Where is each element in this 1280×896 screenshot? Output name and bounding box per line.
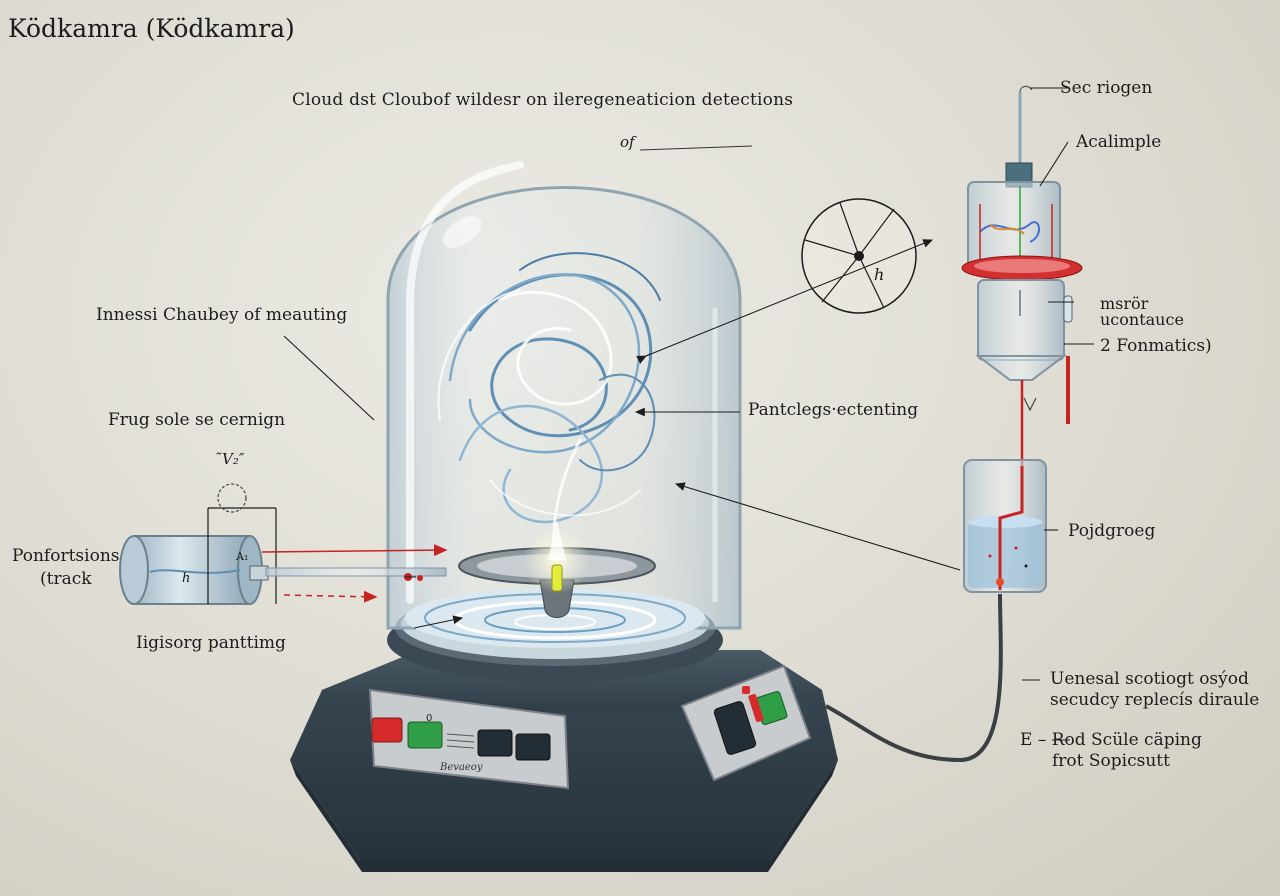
green-button[interactable] bbox=[407, 721, 443, 749]
source-funnel bbox=[458, 520, 656, 618]
beaker bbox=[963, 459, 1047, 593]
subtitle-underline bbox=[639, 145, 753, 151]
control-panel-left bbox=[368, 688, 570, 790]
label-beaker: Pojdgroeg bbox=[1068, 521, 1156, 541]
label-sec-nitrogen: Sec riogen bbox=[1060, 78, 1153, 98]
label-rod-2: frot Sopicsutt bbox=[1052, 751, 1170, 771]
label-uenesal-1: Uenesal scotiogt osýod bbox=[1050, 669, 1249, 689]
glass-dome bbox=[386, 161, 742, 630]
label-particle: Pantclegs·ectenting bbox=[748, 400, 919, 420]
gauge-dial bbox=[801, 198, 917, 314]
power-cable bbox=[825, 593, 1003, 763]
subtitle: Cloud dst Cloubof wildesr on ileregeneat… bbox=[292, 90, 794, 110]
label-lighting: Iigisorg panttimg bbox=[136, 633, 286, 653]
black-button-2[interactable] bbox=[515, 733, 551, 761]
gauge-symbol: h bbox=[874, 265, 884, 284]
leader-lines bbox=[283, 87, 1094, 741]
label-sensor-2: ucontauce bbox=[1100, 310, 1184, 329]
red-button[interactable] bbox=[371, 717, 403, 743]
black-button-1[interactable] bbox=[477, 729, 513, 757]
label-source-formula: ̃V₂″ bbox=[222, 450, 245, 468]
subtitle-note: of bbox=[620, 133, 635, 151]
cylinder-marker: A₁ bbox=[235, 550, 248, 563]
label-rod-1: E – Rod Scüle cäping bbox=[1020, 730, 1202, 750]
label-source-left-1: Ponfortsions bbox=[12, 546, 120, 566]
label-fonmatics: 2 Fonmatics) bbox=[1100, 336, 1212, 356]
label-sensor-1: msrör bbox=[1100, 294, 1149, 313]
particle-trails bbox=[437, 252, 661, 562]
control-panel-right bbox=[680, 664, 812, 782]
label-source-top: Frug sole se cernign bbox=[108, 410, 286, 430]
cylinder-letter: h bbox=[182, 571, 190, 586]
page-title: Ködkamra (Ködkamra) bbox=[8, 14, 295, 43]
label-source-left-2: (track bbox=[40, 569, 92, 589]
panel-left-caption: Bevaeoy bbox=[439, 762, 483, 773]
label-uenesal-2: secudcy replecís diraule bbox=[1050, 690, 1260, 710]
source-cylinder bbox=[119, 483, 447, 605]
panel-left-mark: 0 bbox=[426, 713, 432, 724]
label-acalimple: Acalimple bbox=[1076, 132, 1162, 152]
vapour-column bbox=[961, 85, 1083, 468]
red-beam-arrows bbox=[261, 544, 448, 603]
indicator-led bbox=[742, 686, 750, 694]
black-switch[interactable] bbox=[713, 701, 757, 756]
label-chamber: Innessi Chaubey of meauting bbox=[96, 305, 348, 325]
